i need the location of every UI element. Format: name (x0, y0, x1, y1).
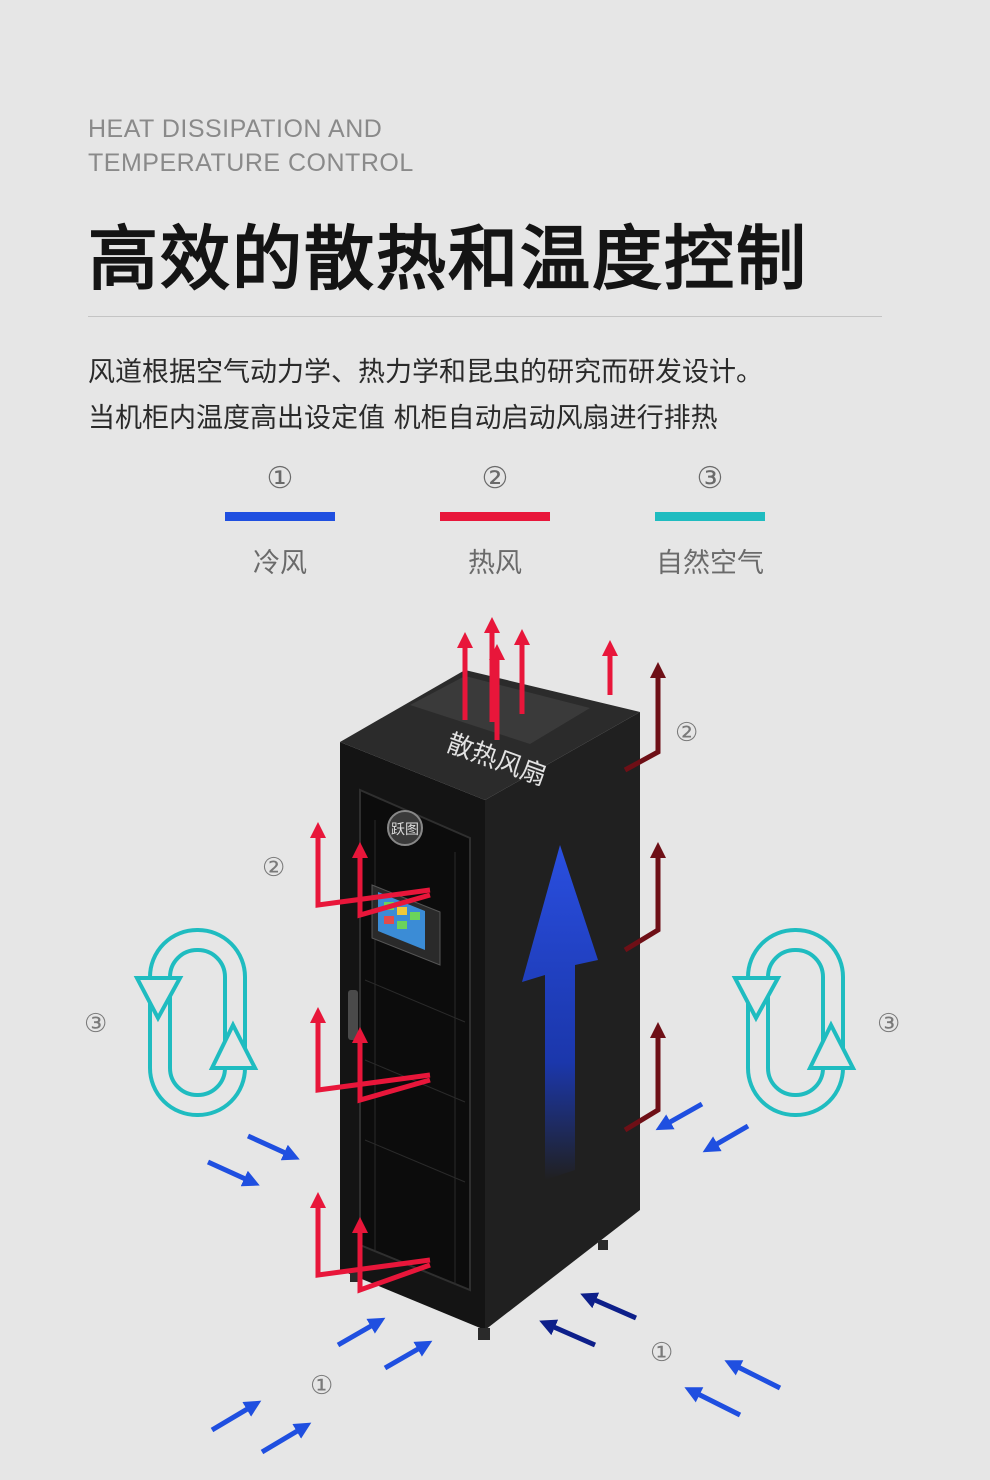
marker-natural-right: ③ (877, 1009, 900, 1039)
side-hot-air-arrows (623, 661, 667, 1133)
title-divider (88, 316, 882, 317)
eyebrow-line-1: HEAT DISSIPATION AND (88, 115, 383, 143)
airflow-diagram: 跃图 散热风扇 (84, 616, 900, 1455)
eyebrow-line-2: TEMPERATURE CONTROL (88, 149, 414, 177)
description-line-1: 风道根据空气动力学、热力学和昆虫的研究而研发设计。 (88, 357, 763, 388)
top-hot-air-arrows (456, 616, 619, 740)
section-eyebrow: HEAT DISSIPATION AND TEMPERATURE CONTROL (88, 112, 414, 180)
legend-swatch-natural (655, 512, 765, 521)
legend-item-natural: ③ 自然空气 (655, 458, 765, 580)
internal-airflow-arrow (522, 845, 598, 1180)
legend-number: ① (266, 461, 294, 496)
description: 风道根据空气动力学、热力学和昆虫的研究而研发设计。 当机柜内温度高出设定值 机柜… (88, 350, 763, 442)
marker-hot-front: ② (262, 853, 285, 883)
marker-hot-top-right: ② (675, 718, 698, 748)
legend-swatch-hot (440, 512, 550, 521)
legend-label: 自然空气 (656, 548, 764, 579)
marker-cold-right: ① (650, 1338, 673, 1368)
legend-item-cold: ① 冷风 (225, 458, 335, 580)
description-line-2: 当机柜内温度高出设定值 机柜自动启动风扇进行排热 (88, 403, 718, 434)
cold-air-arrows-dark (539, 1292, 638, 1348)
marker-cold-left: ① (310, 1371, 333, 1401)
legend-number: ③ (696, 461, 724, 496)
legend-label: 热风 (468, 548, 522, 579)
marker-natural-left: ③ (84, 1009, 107, 1039)
natural-air-loop-right (731, 928, 857, 1117)
front-hot-air-arrows (309, 821, 431, 1294)
legend-label: 冷风 (253, 548, 307, 579)
legend-swatch-cold (225, 512, 335, 521)
cold-air-arrows (206, 1101, 782, 1455)
page-title: 高效的散热和温度控制 (88, 218, 808, 300)
brand-badge: 跃图 (387, 810, 423, 846)
legend-number: ② (481, 461, 509, 496)
brand-badge-text: 跃图 (391, 822, 419, 838)
legend-item-hot: ② 热风 (440, 458, 550, 580)
cabinet-feet (350, 1240, 608, 1340)
natural-air-loop-left (133, 928, 259, 1117)
